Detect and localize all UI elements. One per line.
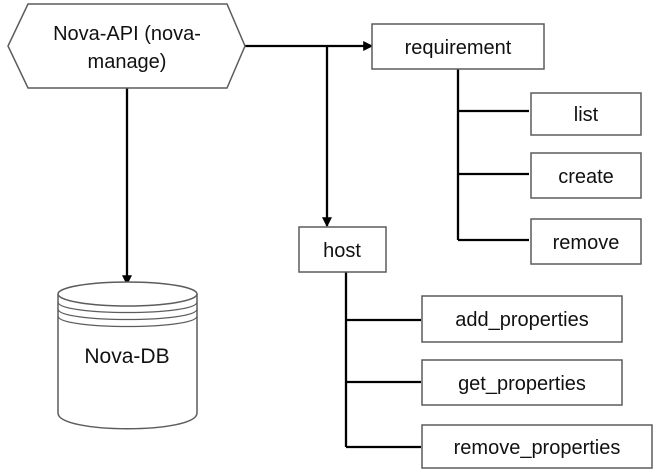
nova-db-node: Nova-DB	[57, 281, 198, 430]
nova-api-node: Nova-API (nova- manage)	[7, 3, 246, 89]
requirement-list-label: list	[574, 104, 599, 126]
nova-api-hexagon-shape	[7, 3, 246, 89]
nova-db-ring-3	[57, 315, 198, 328]
connectors	[122, 41, 529, 449]
nova-db-cylinder-body	[57, 294, 198, 430]
requirement-box	[371, 23, 545, 70]
requirement-create-label: create	[558, 166, 614, 188]
host-label: host	[323, 240, 361, 262]
host-get-properties-box	[421, 359, 623, 406]
host-add-properties-box	[421, 295, 623, 343]
host-remove-properties-box	[421, 424, 653, 469]
nova-db-ring-1	[57, 301, 198, 314]
requirement-node: requirement	[371, 23, 545, 70]
host-add-properties-label: add_properties	[455, 309, 588, 331]
requirement-create-node: create	[530, 152, 642, 199]
host-remove-properties-label: remove_properties	[454, 437, 621, 459]
host-add-properties-node: add_properties	[421, 295, 623, 343]
requirement-list-box	[530, 92, 642, 136]
host-box	[298, 226, 387, 273]
nova-db-label: Nova-DB	[84, 345, 169, 368]
nova-api-label-line2: manage)	[88, 51, 167, 73]
requirement-create-box	[530, 152, 642, 199]
nova-db-ring-2	[57, 308, 198, 321]
host-remove-properties-node: remove_properties	[421, 424, 653, 469]
host-node: host	[298, 226, 387, 273]
requirement-remove-node: remove	[530, 218, 642, 265]
nova-db-cylinder-top	[57, 281, 198, 307]
host-get-properties-node: get_properties	[421, 359, 623, 406]
nova-api-label-line1: Nova-API (nova-	[53, 23, 201, 45]
requirement-list-node: list	[530, 92, 642, 136]
requirement-label: requirement	[405, 37, 512, 59]
host-get-properties-label: get_properties	[458, 373, 586, 395]
requirement-remove-label: remove	[553, 232, 620, 254]
requirement-remove-box	[530, 218, 642, 265]
